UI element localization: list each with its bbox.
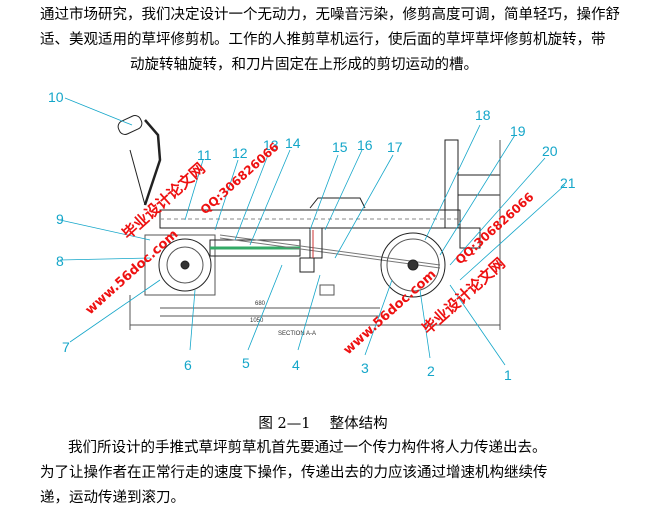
callout-21: 21 (560, 175, 576, 191)
callout-12: 12 (232, 145, 248, 161)
callout-7: 7 (62, 339, 70, 355)
intro-paragraph: 通过市场研究，我们决定设计一个无动力，无噪音污染，修剪高度可调，简单轻巧，操作舒… (40, 3, 635, 78)
callout-2: 2 (427, 363, 435, 379)
callout-6: 6 (184, 357, 192, 373)
callout-5: 5 (242, 355, 250, 371)
callout-16: 16 (357, 137, 373, 153)
callout-14: 14 (285, 135, 301, 151)
intro-line-1: 通过市场研究，我们决定设计一个无动力，无噪音污染，修剪高度可调，简单轻巧，操作舒 (40, 7, 620, 23)
callout-15: 15 (332, 139, 348, 155)
body-line-3: 递，运动传递到滚刀。 (40, 490, 185, 506)
callout-8: 8 (56, 253, 64, 269)
mower-assembly-drawing: 680 1050 SECTION A-A 1 2 3 4 5 6 7 8 9 1… (48, 89, 576, 383)
callout-19: 19 (510, 123, 526, 139)
section-label: SECTION A-A (278, 331, 316, 337)
watermark-right: www.56doc.com 毕业设计论文网 QQ:306826066 (341, 190, 537, 358)
callout-10: 10 (48, 89, 64, 105)
callout-17: 17 (387, 139, 403, 155)
callout-18: 18 (475, 107, 491, 123)
callout-4: 4 (292, 357, 300, 373)
dimension-lower: 1050 (250, 318, 264, 324)
callout-11: 11 (197, 147, 212, 163)
callout-leaders (59, 97, 566, 366)
dimension-upper: 680 (255, 301, 266, 307)
watermark-brand-left: 毕业设计论文网 (119, 159, 209, 243)
body-line-1: 我们所设计的手推式草坪剪草机首先要通过一个传力构件将人力传递出去。 (68, 440, 547, 456)
callout-9: 9 (56, 211, 64, 227)
body-line-2: 为了让操作者在正常行走的速度下操作，传递出去的力应该通过增速机构继续传 (40, 465, 548, 481)
intro-line-3: 动旋转轴旋转，和刀片固定在上形成的剪切运动的槽。 (130, 57, 478, 73)
body-paragraph: 我们所设计的手推式草坪剪草机首先要通过一个传力构件将人力传递出去。 为了让操作者… (40, 436, 635, 511)
callout-1: 1 (504, 367, 512, 383)
figure-caption: 图 2—1 整体结构 (258, 416, 388, 432)
callout-13: 13 (263, 137, 279, 153)
intro-line-2: 适、美观适用的草坪修剪机。工作的人推剪草机运行，使后面的草坪草坪修剪机旋转，带 (40, 32, 606, 48)
watermark-site-right: www.56doc.com (341, 267, 440, 358)
callout-20: 20 (542, 143, 558, 159)
callout-3: 3 (361, 360, 369, 376)
